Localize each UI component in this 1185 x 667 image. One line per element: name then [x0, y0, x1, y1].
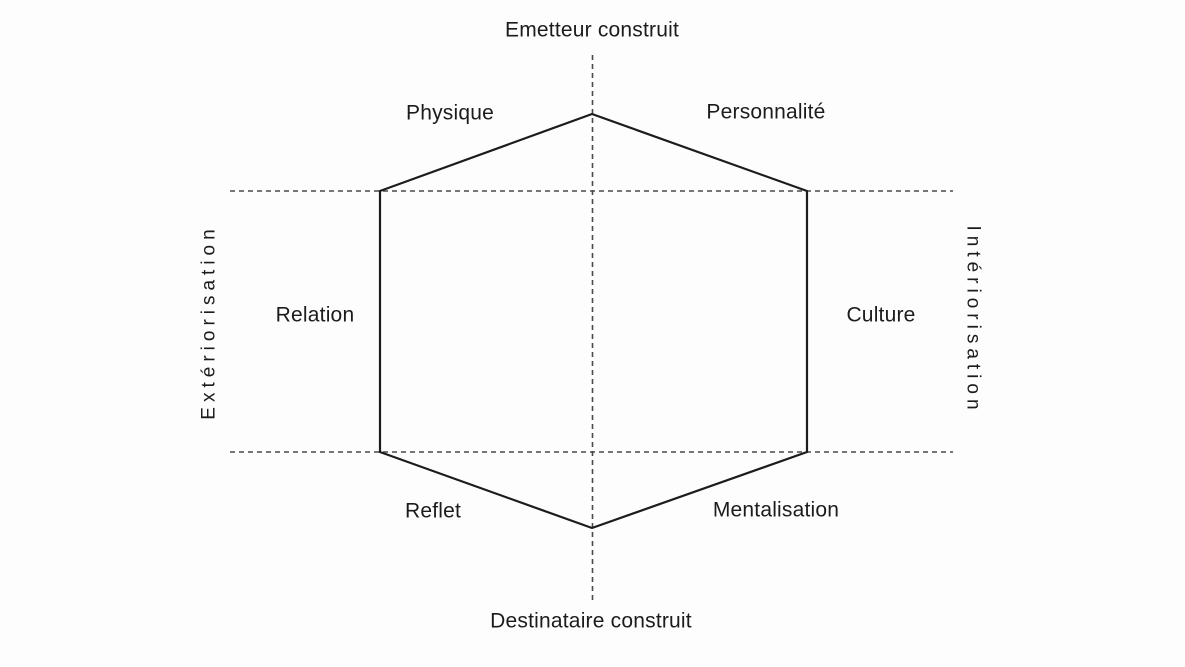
facet-reflet-label: Reflet — [404, 499, 462, 523]
exteriorisation-axis-label: Extériorisation — [198, 224, 220, 420]
facet-relation-label: Relation — [275, 303, 355, 327]
hexagon-outline — [378, 112, 809, 530]
facet-culture-label: Culture — [846, 303, 916, 327]
facet-mentalisation-label: Mentalisation — [712, 498, 840, 522]
interiorisation-axis-label: Intériorisation — [962, 225, 984, 415]
facet-physique-label: Physique — [406, 101, 494, 125]
facet-personnalite-label: Personnalité — [706, 100, 826, 124]
recipient-pole-label: Destinataire construit — [490, 609, 692, 633]
emitter-pole-label: Emetteur construit — [505, 18, 679, 42]
